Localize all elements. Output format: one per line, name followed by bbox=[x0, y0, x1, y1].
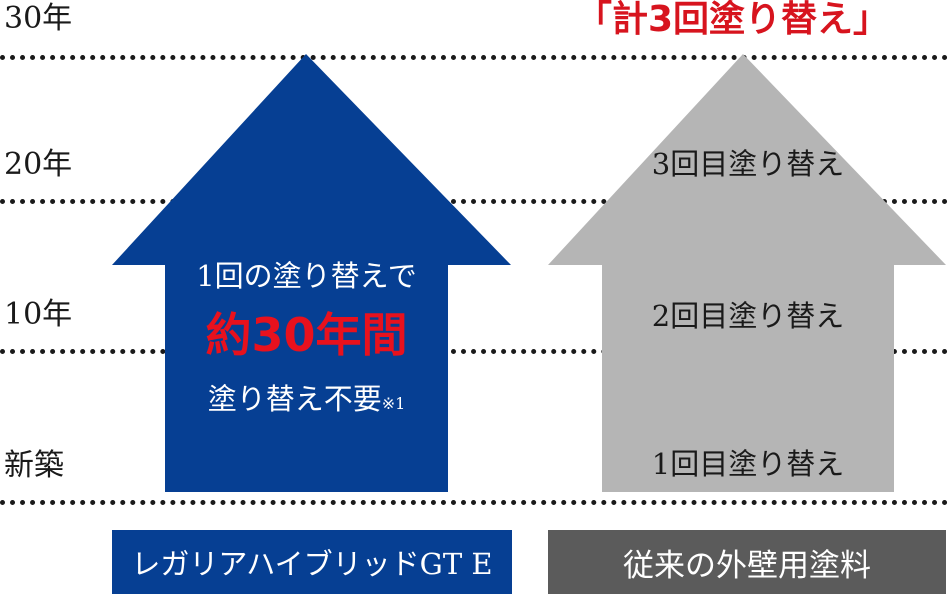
regaliar-arrow bbox=[112, 54, 511, 492]
gridline-0 bbox=[0, 500, 948, 505]
total-repaint-headline: 「計3回塗り替え」 bbox=[576, 0, 890, 40]
regaliar-line3: 塗り替え不要 bbox=[207, 382, 382, 416]
regaliar-footnote-mark: ※1 bbox=[381, 394, 406, 413]
gridline-10 bbox=[0, 349, 948, 354]
conventional-product-label: 従来の外壁用塗料 bbox=[548, 530, 946, 594]
repaint-3rd: 3回目塗り替え bbox=[651, 147, 845, 181]
conventional-arrow bbox=[548, 54, 946, 492]
regaliar-product-label: レガリアハイブリッドGT E bbox=[112, 530, 512, 594]
y-label-30: 30年 bbox=[4, 1, 73, 36]
gridline-30 bbox=[0, 55, 948, 60]
regaliar-line2: 約30年間 bbox=[205, 308, 408, 362]
repaint-2nd: 2回目塗り替え bbox=[651, 299, 845, 333]
gridline-20 bbox=[0, 199, 948, 204]
regaliar-line3-wrap: 塗り替え不要※1 bbox=[165, 385, 448, 414]
y-label-20: 20年 bbox=[4, 147, 73, 182]
y-label-10: 10年 bbox=[4, 297, 73, 332]
repaint-1st: 1回目塗り替え bbox=[651, 447, 845, 481]
y-label-0: 新築 bbox=[4, 448, 64, 483]
regaliar-line1: 1回の塗り替えで bbox=[196, 259, 417, 293]
